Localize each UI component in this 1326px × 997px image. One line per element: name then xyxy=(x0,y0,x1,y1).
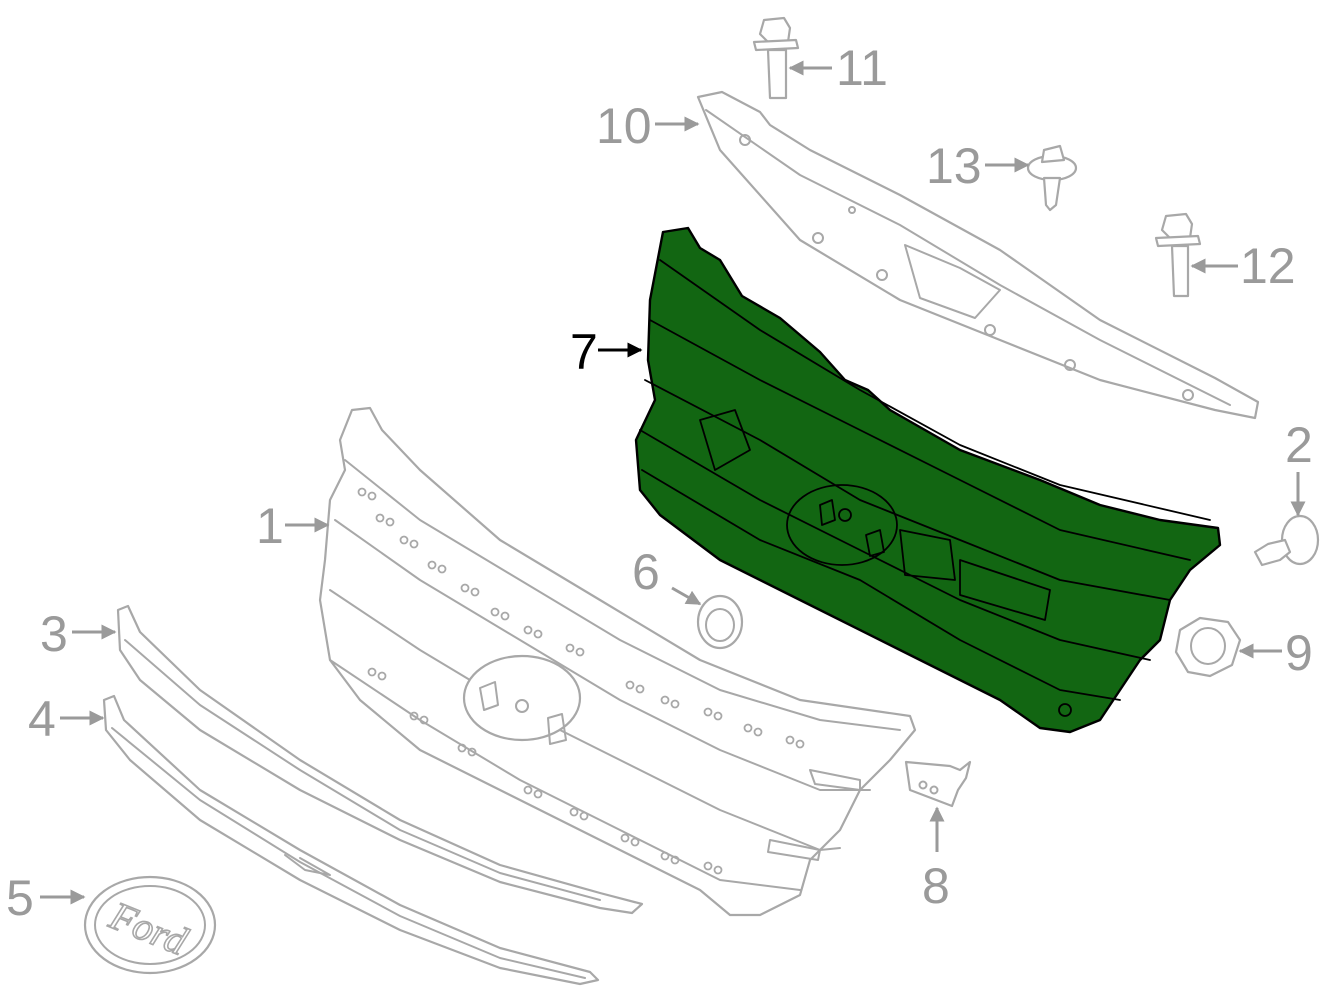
part-6-grommet[interactable] xyxy=(696,594,744,650)
callout-12: 12 xyxy=(1240,238,1296,294)
part-12-bolt[interactable] xyxy=(1154,212,1202,298)
callout-4: 4 xyxy=(28,691,56,747)
callout-6: 6 xyxy=(632,544,660,600)
part-8-bracket[interactable] xyxy=(904,760,972,808)
part-7-grille-reinforcement[interactable] xyxy=(634,226,1222,734)
part-9-nut[interactable] xyxy=(1174,616,1242,678)
callout-11: 11 xyxy=(836,40,888,96)
callout-labels: 11 10 13 12 7 2 1 6 3 9 4 8 5 xyxy=(6,40,1313,926)
callout-5: 5 xyxy=(6,870,34,926)
callout-13: 13 xyxy=(926,138,982,194)
part-13-push-clip[interactable] xyxy=(1026,144,1078,212)
part-1-grille-assembly[interactable] xyxy=(318,406,917,917)
callout-7: 7 xyxy=(570,324,598,380)
callout-10: 10 xyxy=(596,98,652,154)
part-2-push-pin[interactable] xyxy=(1253,514,1320,567)
part-3-molding-strip[interactable] xyxy=(116,604,644,915)
part-11-bolt[interactable] xyxy=(752,16,800,100)
callout-9: 9 xyxy=(1285,625,1313,681)
callout-2: 2 xyxy=(1285,417,1313,473)
leader-lines xyxy=(40,60,1306,905)
callout-8: 8 xyxy=(922,858,950,914)
part-10-upper-reinforcement[interactable] xyxy=(696,90,1260,420)
part-5-emblem[interactable]: Ford xyxy=(83,875,217,975)
callout-1: 1 xyxy=(256,498,284,554)
part-4-molding-strip[interactable] xyxy=(102,694,600,986)
callout-3: 3 xyxy=(40,606,68,662)
